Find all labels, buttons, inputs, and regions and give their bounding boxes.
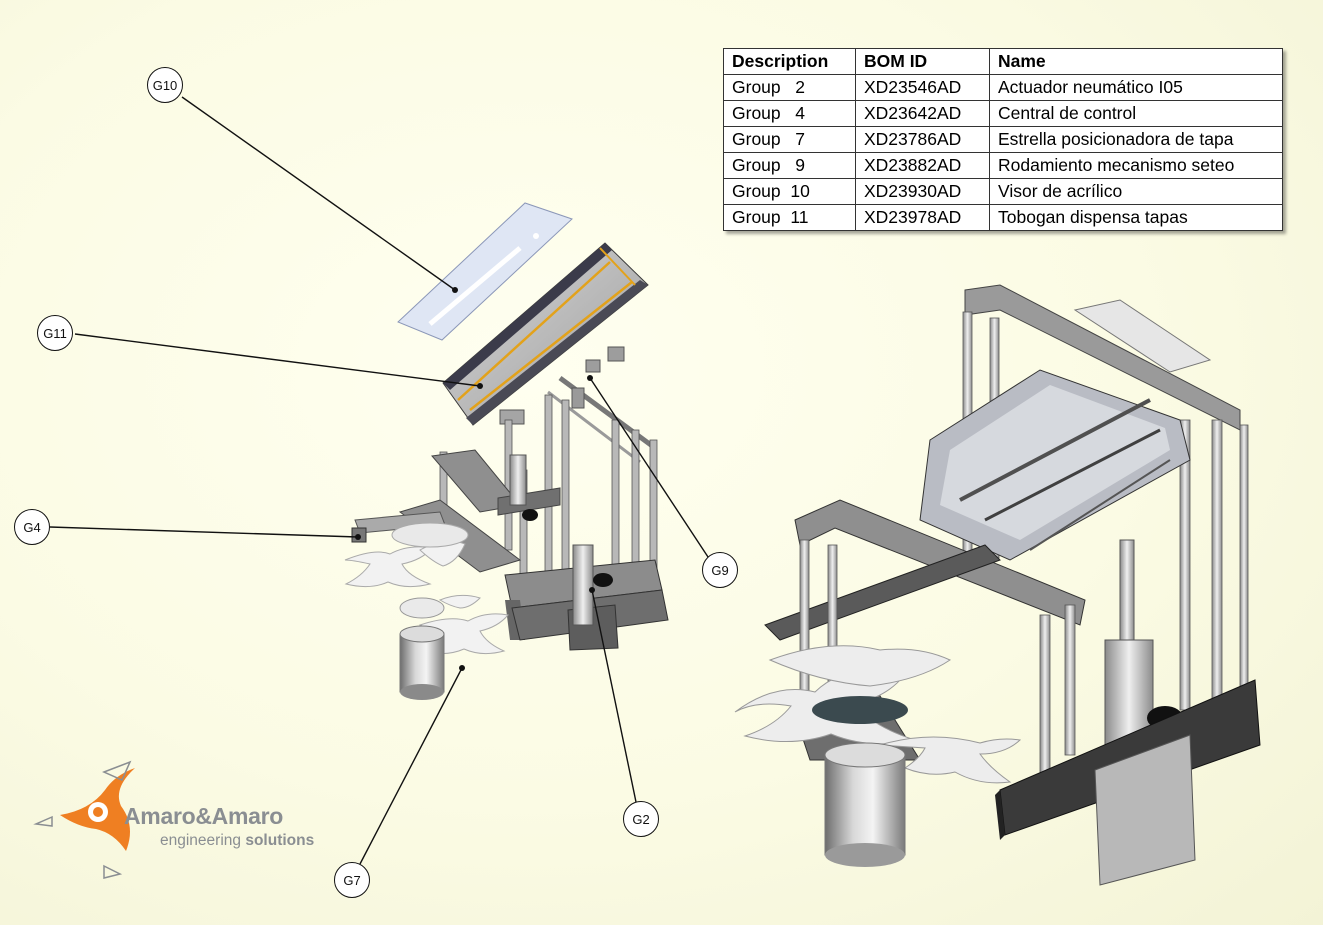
table-row: Group 4 XD23642AD Central de control (723, 100, 1283, 127)
acrylic-visor-part (397, 202, 573, 341)
table-row: Group 2 XD23546AD Actuador neumático I05 (723, 74, 1283, 101)
bom-header-description: Description (723, 48, 856, 75)
callout-g9: G9 (702, 552, 738, 588)
logo-subtitle-bold: solutions (245, 832, 315, 849)
bom-cell-name: Actuador neumático I05 (989, 74, 1283, 101)
bom-cell-name: Estrella posicionadora de tapa (989, 126, 1283, 153)
table-row: Group 9 XD23882AD Rodamiento mecanismo s… (723, 152, 1283, 179)
bom-cell-name: Tobogan dispensa tapas (989, 204, 1283, 231)
positioning-stars (344, 522, 509, 655)
bom-cell-description: Group 7 (723, 126, 856, 153)
logo-title: Amaro&Amaro (124, 803, 284, 829)
callout-g7: G7 (334, 862, 370, 898)
bom-cell-bom-id: XD23786AD (855, 126, 990, 153)
bom-header-bom-id: BOM ID (855, 48, 990, 75)
bom-cell-bom-id: XD23546AD (855, 74, 990, 101)
bom-header-name: Name (989, 48, 1283, 75)
bom-cell-bom-id: XD23882AD (855, 152, 990, 179)
logo-subtitle: engineering solutions (160, 832, 314, 850)
callout-g4: G4 (14, 509, 50, 545)
machine-render (734, 284, 1261, 886)
bom-cell-description: Group 11 (723, 204, 856, 231)
exploded-view (344, 202, 669, 700)
bom-cell-name: Central de control (989, 100, 1283, 127)
bom-cell-description: Group 9 (723, 152, 856, 179)
bom-cell-bom-id: XD23978AD (855, 204, 990, 231)
bom-cell-name: Rodamiento mecanismo seteo (989, 152, 1283, 179)
callout-g2: G2 (623, 801, 659, 837)
bom-cell-name: Visor de acrílico (989, 178, 1283, 205)
table-row: Group 11 XD23978AD Tobogan dispensa tapa… (723, 204, 1283, 231)
callout-g10: G10 (147, 67, 183, 103)
logo-subtitle-regular: engineering (160, 832, 246, 849)
table-row: Group 10 XD23930AD Visor de acrílico (723, 178, 1283, 205)
bom-cell-description: Group 10 (723, 178, 856, 205)
bom-table: Description BOM ID Name Group 2 XD23546A… (723, 48, 1283, 231)
table-row: Group 7 XD23786AD Estrella posicionadora… (723, 126, 1283, 153)
bom-cell-description: Group 4 (723, 100, 856, 127)
callout-leaders (49, 96, 711, 865)
bom-cell-bom-id: XD23642AD (855, 100, 990, 127)
company-logo-mark (33, 760, 135, 879)
callout-g11: G11 (37, 315, 73, 351)
bom-cell-bom-id: XD23930AD (855, 178, 990, 205)
bom-header-row: Description BOM ID Name (723, 48, 1283, 75)
bom-cell-description: Group 2 (723, 74, 856, 101)
